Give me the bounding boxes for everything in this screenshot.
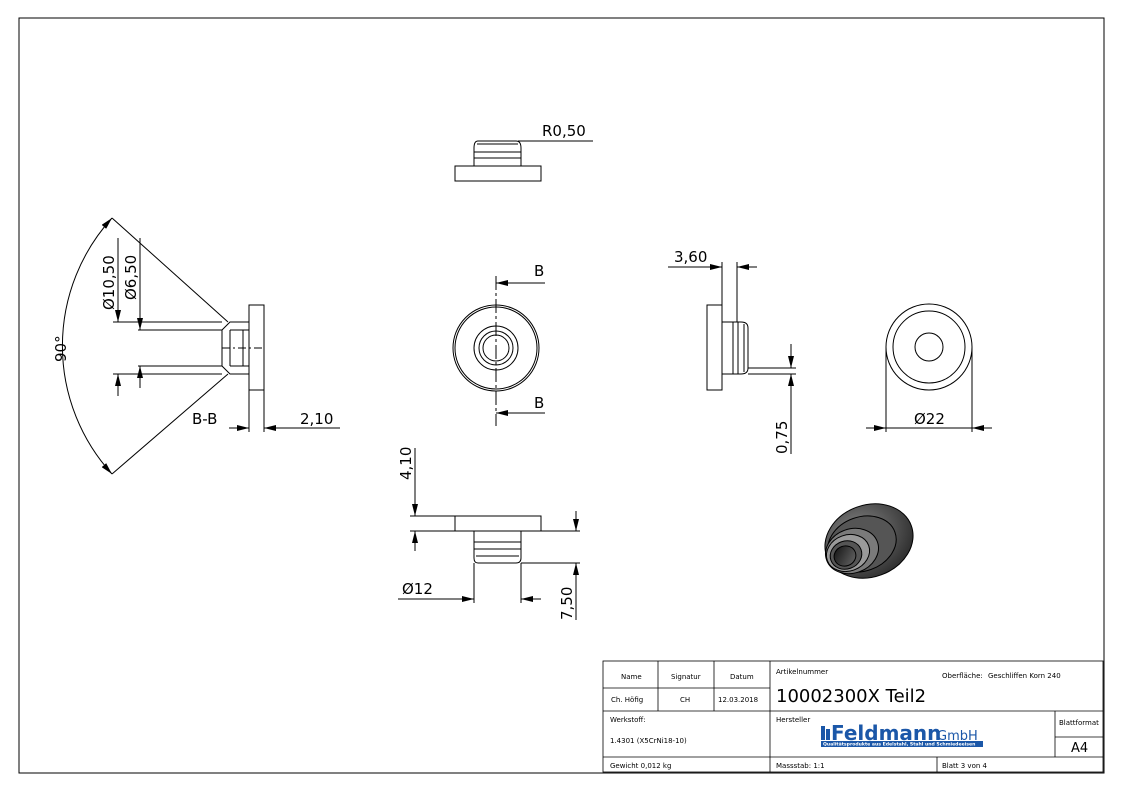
brand-tagline: Qualitätsprodukte aus Edelstahl, Stahl u… <box>823 742 975 748</box>
brand-suffix: GmbH <box>937 729 978 744</box>
dim-d360: 3,60 <box>674 248 707 266</box>
section-label-bb: B-B <box>192 410 217 428</box>
tb-datum-header: Datum <box>730 673 754 681</box>
dim-d12: Ø12 <box>402 580 433 598</box>
tb-artikelnummer: 10002300X Teil2 <box>776 686 926 707</box>
feldmann-logo: Feldmann GmbH Qualitätsprodukte aus Edel… <box>821 721 983 748</box>
dim-r050: R0,50 <box>542 122 586 140</box>
section-view-bb <box>61 217 340 475</box>
tb-name: Ch. Höfig <box>611 696 643 704</box>
bottom-view <box>398 448 580 620</box>
tb-name-header: Name <box>621 673 642 681</box>
dim-d650: Ø6,50 <box>122 255 140 300</box>
front-view <box>452 276 545 426</box>
tb-oberflaeche-value: Geschliffen Korn 240 <box>988 672 1061 680</box>
side-view <box>668 262 796 454</box>
tb-datum: 12.03.2018 <box>718 696 758 704</box>
tb-artikelnummer-label: Artikelnummer <box>776 668 828 676</box>
top-view <box>454 140 593 182</box>
sheet-border <box>18 17 1105 774</box>
isometric-view <box>824 503 914 579</box>
tb-massstab: Massstab: 1:1 <box>776 762 825 770</box>
dim-angle90: 90° <box>52 335 70 362</box>
tb-gewicht: Gewicht 0,012 kg <box>610 762 671 770</box>
tb-werkstoff-label: Werkstoff: <box>610 716 646 724</box>
tb-oberflaeche-label: Oberfläche: <box>942 672 983 680</box>
section-arrow-b-bottom: B <box>534 394 544 412</box>
back-view <box>866 303 992 432</box>
dim-d750: 7,50 <box>558 587 576 620</box>
dim-d075: 0,75 <box>773 421 791 454</box>
title-block <box>602 660 1104 773</box>
dim-d210: 2,10 <box>300 410 333 428</box>
tb-blatt: Blatt 3 von 4 <box>942 762 988 770</box>
dim-d22: Ø22 <box>914 410 945 428</box>
dim-d410: 4,10 <box>397 447 415 480</box>
tb-werkstoff: 1.4301 (X5CrNi18-10) <box>610 737 687 745</box>
tb-signatur: CH <box>680 696 690 704</box>
tb-signatur-header: Signatur <box>671 673 701 681</box>
section-arrow-b-top: B <box>534 262 544 280</box>
tb-blattformat-label: Blattformat <box>1059 719 1099 727</box>
dim-d1050: Ø10,50 <box>100 255 118 310</box>
tb-blattformat: A4 <box>1071 741 1088 756</box>
tb-hersteller-label: Hersteller <box>776 716 810 724</box>
